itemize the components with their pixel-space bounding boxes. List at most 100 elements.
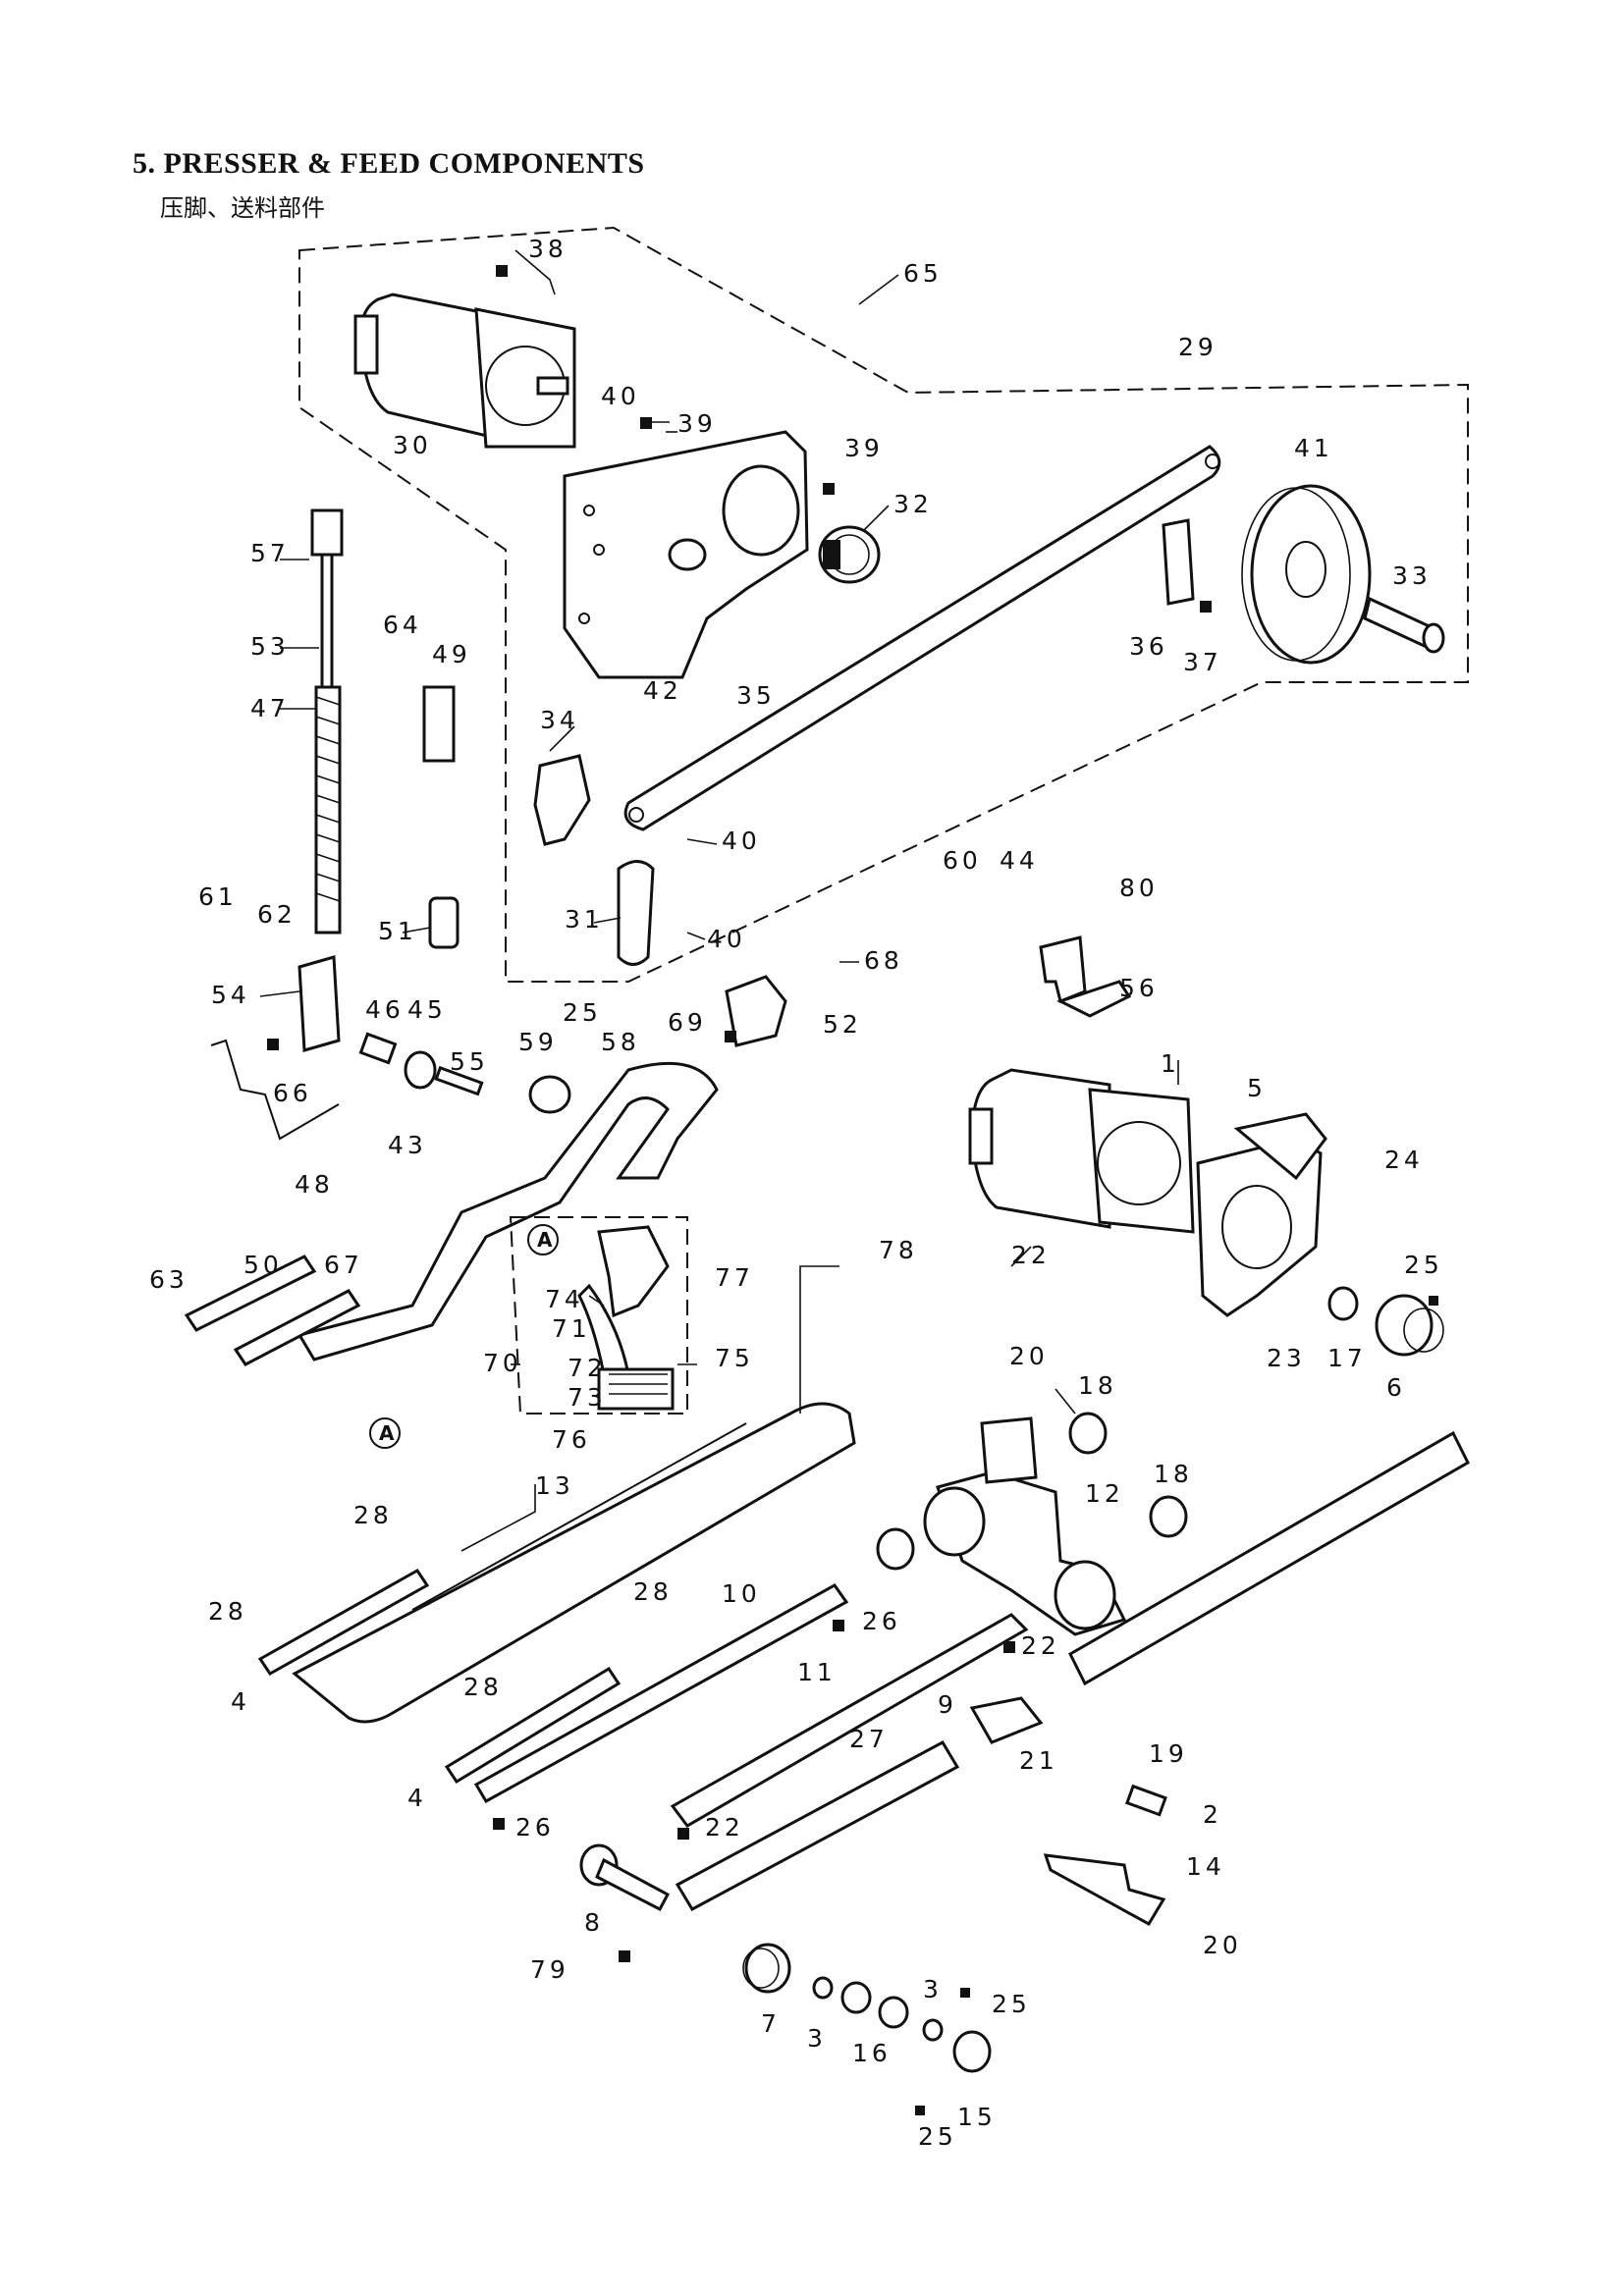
part-number: 13: [535, 1471, 574, 1500]
part-number: 66: [273, 1079, 312, 1107]
pulley-8: [579, 1843, 671, 1912]
part-number: 57: [250, 539, 290, 567]
part-number: 25: [918, 2122, 957, 2151]
part-number: 7: [761, 2009, 781, 2038]
part-number: 15: [957, 2103, 997, 2131]
part-number: 16: [852, 2039, 892, 2067]
part-number: 48: [295, 1170, 334, 1199]
washer-3b: [922, 2018, 944, 2042]
part-number: 53: [250, 632, 290, 661]
part-number: 22: [1011, 1241, 1051, 1269]
pulley-6: [1375, 1294, 1444, 1357]
part-number: 4: [231, 1687, 250, 1716]
part-number: 3: [807, 2024, 827, 2053]
bushing-18b: [1149, 1495, 1188, 1538]
part-number: 33: [1392, 561, 1432, 590]
guide-bar-1: [184, 1255, 317, 1332]
presser-arm: [297, 1061, 719, 1362]
bushing-18a: [1068, 1412, 1108, 1455]
page-title: 5. PRESSER & FEED COMPONENTS: [133, 147, 645, 180]
part-number: 12: [1085, 1479, 1124, 1508]
presser-foot-group: [577, 1225, 675, 1411]
link-4-lower: [444, 1666, 622, 1785]
screws: [267, 265, 1438, 2115]
part-number: 55: [450, 1047, 489, 1076]
part-number: 50: [243, 1251, 283, 1279]
part-number: 29: [1178, 333, 1217, 361]
part-number: 79: [530, 1955, 569, 1984]
guide-bracket: [422, 685, 456, 763]
part-number: 21: [1019, 1746, 1058, 1775]
part-number: 43: [388, 1131, 427, 1159]
part-number: 35: [736, 681, 776, 710]
part-number: 39: [677, 409, 717, 438]
part-number: 18: [1078, 1371, 1117, 1400]
collar-15: [952, 2030, 992, 2073]
part-number: 56: [1119, 974, 1159, 1002]
part-number: 58: [601, 1028, 640, 1056]
part-number: 25: [992, 1990, 1031, 2018]
part-number: 26: [515, 1813, 555, 1842]
bushing-center: [876, 1527, 915, 1571]
part-number: 25: [563, 998, 602, 1027]
page-subtitle: 压脚、送料部件: [160, 194, 325, 222]
wire-rod: [210, 1039, 340, 1141]
part-number: 28: [353, 1501, 393, 1529]
part-number: 42: [643, 676, 682, 705]
shaft-10: [473, 1583, 849, 1804]
part-number: 34: [540, 706, 579, 734]
belt-lower: [675, 1740, 960, 1911]
part-number: 20: [1009, 1342, 1049, 1370]
leader-lines: [259, 249, 1179, 1552]
part-number: 32: [893, 490, 933, 518]
upper-motor: [353, 293, 576, 449]
part-number: 27: [849, 1725, 889, 1753]
part-number: 54: [211, 981, 250, 1009]
part-number: 6: [1386, 1373, 1406, 1402]
circle-marker: [527, 1224, 559, 1255]
gear-16a: [840, 1981, 872, 2014]
small-plate: [1162, 518, 1195, 606]
part-number: 8: [584, 1908, 604, 1937]
angle-bracket: [1039, 935, 1087, 1004]
sensor-bracket: [1043, 1853, 1166, 1927]
part-number: 41: [1294, 434, 1333, 462]
subassembly-box: [509, 1216, 688, 1415]
part-number: 22: [705, 1813, 744, 1842]
clamp-block: [298, 955, 341, 1052]
part-number: 73: [568, 1383, 607, 1412]
part-number: 77: [715, 1263, 754, 1292]
small-gear: [818, 525, 881, 584]
large-gear-wheel: [1241, 484, 1445, 665]
part-number: 18: [1154, 1460, 1193, 1488]
part-number: 62: [257, 900, 297, 929]
shaft-11: [670, 1613, 1029, 1828]
part-number: 1: [1161, 1049, 1180, 1078]
part-number: 36: [1129, 632, 1168, 661]
part-number: 61: [198, 882, 238, 911]
part-number: 74: [545, 1285, 584, 1313]
circle-marker-label: A: [379, 1421, 395, 1445]
part-number: 70: [483, 1349, 522, 1377]
base-plate: [292, 1402, 856, 1724]
part-number: 9: [938, 1690, 957, 1719]
part-number: 69: [668, 1008, 707, 1037]
sleeve: [428, 896, 460, 949]
slotted-link: [617, 860, 655, 966]
part-number: 60: [943, 846, 982, 875]
circle-marker: [369, 1417, 401, 1449]
part-number: 31: [565, 905, 604, 934]
part-number: 40: [722, 827, 761, 855]
part-number: 46: [365, 995, 405, 1024]
part-number: 28: [463, 1673, 503, 1701]
part-number: 24: [1384, 1146, 1424, 1174]
part-number: 30: [393, 431, 432, 459]
part-number: 23: [1267, 1344, 1306, 1372]
part-number: 40: [707, 925, 746, 953]
part-number: 40: [601, 382, 640, 410]
part-number: 52: [823, 1010, 862, 1039]
part-number: 19: [1149, 1739, 1188, 1768]
feed-block: [969, 1696, 1044, 1744]
part-number: 5: [1247, 1074, 1267, 1102]
